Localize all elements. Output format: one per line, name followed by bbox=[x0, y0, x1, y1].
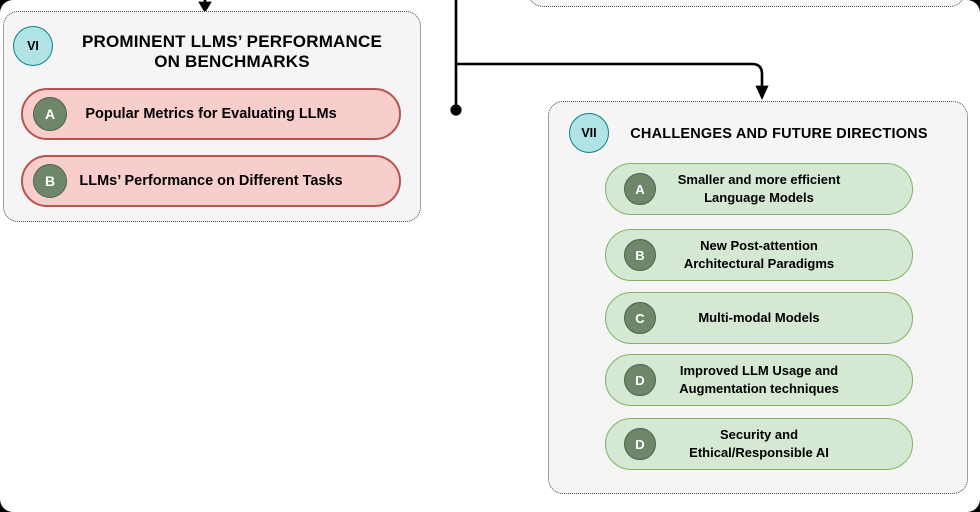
node-security-ethics: D Security and Ethical/Responsible AI bbox=[605, 418, 913, 470]
node-post-attention: B New Post-attention Architectural Parad… bbox=[605, 229, 913, 281]
edge-branch-to-vii bbox=[456, 62, 764, 86]
node-badge: C bbox=[624, 302, 656, 334]
section-vi-badge-label: VI bbox=[27, 39, 39, 53]
node-llm-performance-tasks: B LLMs’ Performance on Different Tasks bbox=[21, 155, 401, 207]
node-label: Security and Ethical/Responsible AI bbox=[689, 427, 829, 460]
panel-section-vi: VI PROMINENT LLMS’ PERFORMANCE ON BENCHM… bbox=[3, 11, 421, 222]
node-label: LLMs’ Performance on Different Tasks bbox=[79, 172, 343, 189]
node-multimodal: C Multi-modal Models bbox=[605, 292, 913, 344]
node-badge: B bbox=[33, 164, 67, 198]
node-llm-usage-augmentation: D Improved LLM Usage and Augmentation te… bbox=[605, 354, 913, 406]
section-vii-badge-label: VII bbox=[581, 126, 597, 140]
node-badge: B bbox=[624, 239, 656, 271]
panel-section-vii: VII CHALLENGES AND FUTURE DIRECTIONS A S… bbox=[548, 101, 968, 494]
arrowhead-vii-icon bbox=[755, 85, 769, 100]
section-vii-badge: VII bbox=[569, 113, 609, 153]
section-vi-badge: VI bbox=[13, 26, 53, 66]
node-smaller-models: A Smaller and more efficient Language Mo… bbox=[605, 163, 913, 215]
node-badge: A bbox=[624, 173, 656, 205]
node-badge: D bbox=[624, 364, 656, 396]
node-label: Multi-modal Models bbox=[698, 310, 820, 325]
node-label: Smaller and more efficient Language Mode… bbox=[677, 172, 841, 205]
node-badge: A bbox=[33, 97, 67, 131]
section-vii-title: CHALLENGES AND FUTURE DIRECTIONS bbox=[630, 126, 928, 142]
node-badge: D bbox=[624, 428, 656, 460]
node-label: Improved LLM Usage and Augmentation tech… bbox=[679, 363, 839, 396]
node-popular-metrics: A Popular Metrics for Evaluating LLMs bbox=[21, 88, 401, 140]
node-label: New Post-attention Architectural Paradig… bbox=[683, 238, 835, 271]
panel-top-partial bbox=[528, 0, 965, 7]
section-vi-title: PROMINENT LLMS’ PERFORMANCE ON BENCHMARK… bbox=[81, 32, 383, 71]
edge-endpoint-dot bbox=[450, 104, 462, 116]
node-label: Popular Metrics for Evaluating LLMs bbox=[85, 105, 337, 122]
